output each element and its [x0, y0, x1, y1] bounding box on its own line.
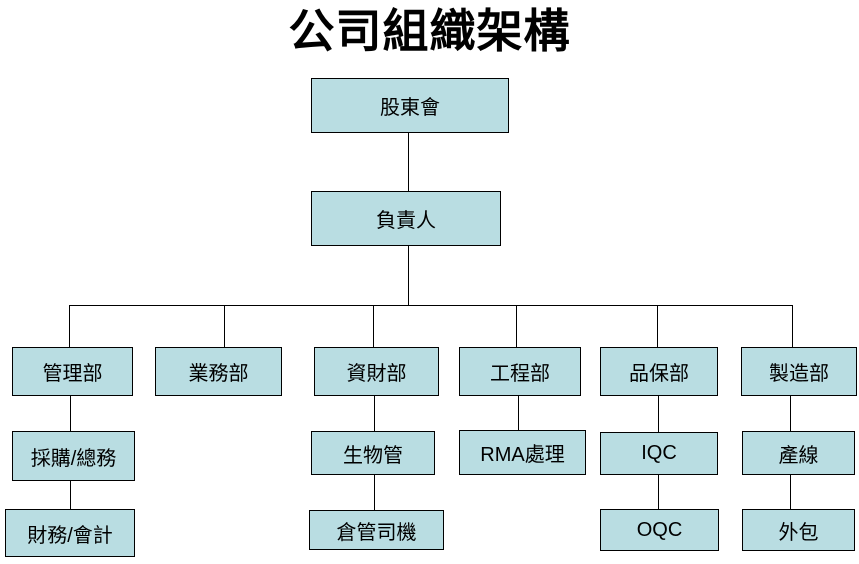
- org-node-rma-handling: RMA處理: [459, 430, 586, 475]
- org-node-dept-qa: 品保部: [600, 347, 718, 396]
- connector-vertical-line: [373, 305, 374, 347]
- org-node-warehouse-driver: 倉管司機: [309, 510, 444, 550]
- connector-vertical-line: [408, 246, 409, 305]
- org-node-dept-manufacturing: 製造部: [741, 347, 857, 396]
- org-node-shareholders: 股東會: [311, 78, 509, 133]
- connector-vertical-line: [374, 475, 375, 510]
- chart-title: 公司組織架構: [288, 5, 571, 57]
- org-node-owner: 負責人: [311, 191, 501, 246]
- org-node-production-line: 產線: [742, 431, 855, 475]
- connector-vertical-line: [657, 305, 658, 347]
- connector-vertical-line: [792, 305, 793, 347]
- connector-vertical-line: [69, 305, 70, 347]
- connector-vertical-line: [790, 396, 791, 431]
- org-node-iqc: IQC: [600, 432, 718, 475]
- org-node-dept-materials: 資財部: [314, 347, 439, 396]
- org-node-dept-engineering: 工程部: [459, 347, 581, 396]
- org-node-outsourcing: 外包: [742, 509, 855, 551]
- connector-vertical-line: [658, 475, 659, 509]
- connector-vertical-line: [518, 396, 519, 430]
- connector-vertical-line: [374, 396, 375, 431]
- org-node-dept-management: 管理部: [12, 347, 133, 396]
- connector-vertical-line: [70, 396, 71, 431]
- connector-vertical-line: [70, 481, 71, 509]
- org-node-dept-sales: 業務部: [155, 347, 282, 396]
- connector-vertical-line: [516, 305, 517, 347]
- org-node-purchasing-general-affairs: 採購/總務: [12, 431, 135, 481]
- org-node-oqc: OQC: [600, 509, 719, 551]
- connector-vertical-line: [658, 396, 659, 432]
- org-node-production-material-control: 生物管: [311, 431, 435, 475]
- connector-vertical-line: [408, 133, 409, 191]
- connector-vertical-line: [224, 305, 225, 347]
- connector-horizontal-line: [69, 305, 793, 306]
- org-node-finance-accounting: 財務/會計: [5, 509, 135, 557]
- connector-vertical-line: [790, 475, 791, 509]
